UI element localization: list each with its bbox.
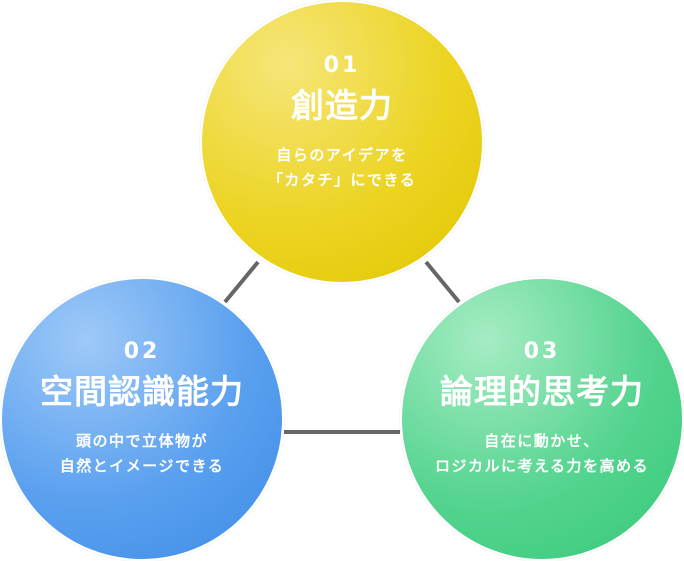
node-description: 自在に動かせ、 ロジカルに考える力を高める [402, 429, 682, 479]
node-title: 論理的思考力 [440, 372, 644, 411]
node-number: 02 [123, 339, 161, 364]
node-description-line: 自然とイメージできる [59, 457, 225, 475]
node-title: 創造力 [291, 86, 393, 125]
node-description: 頭の中で立体物が 自然とイメージできる [2, 429, 282, 479]
node-description-line: 自在に動かせ、 [484, 432, 600, 450]
node-creativity: 01 創造力 自らのアイデアを 「カタチ」にできる [200, 0, 484, 284]
node-description: 自らのアイデアを 「カタチ」にできる [202, 143, 482, 193]
node-title: 空間認識能力 [40, 372, 244, 411]
connector-01-03 [424, 260, 461, 304]
node-description-line: 自らのアイデアを [276, 146, 408, 164]
node-logical-thinking: 03 論理的思考力 自在に動かせ、 ロジカルに考える力を高める [400, 277, 684, 561]
node-number: 01 [323, 53, 361, 78]
node-description-line: 「カタチ」にできる [267, 171, 417, 189]
node-description-line: ロジカルに考える力を高める [434, 457, 650, 475]
node-spatial-awareness: 02 空間認識能力 頭の中で立体物が 自然とイメージできる [0, 277, 284, 561]
node-description-line: 頭の中で立体物が [75, 432, 208, 450]
node-number: 03 [523, 339, 561, 364]
connector-01-02 [223, 260, 260, 304]
